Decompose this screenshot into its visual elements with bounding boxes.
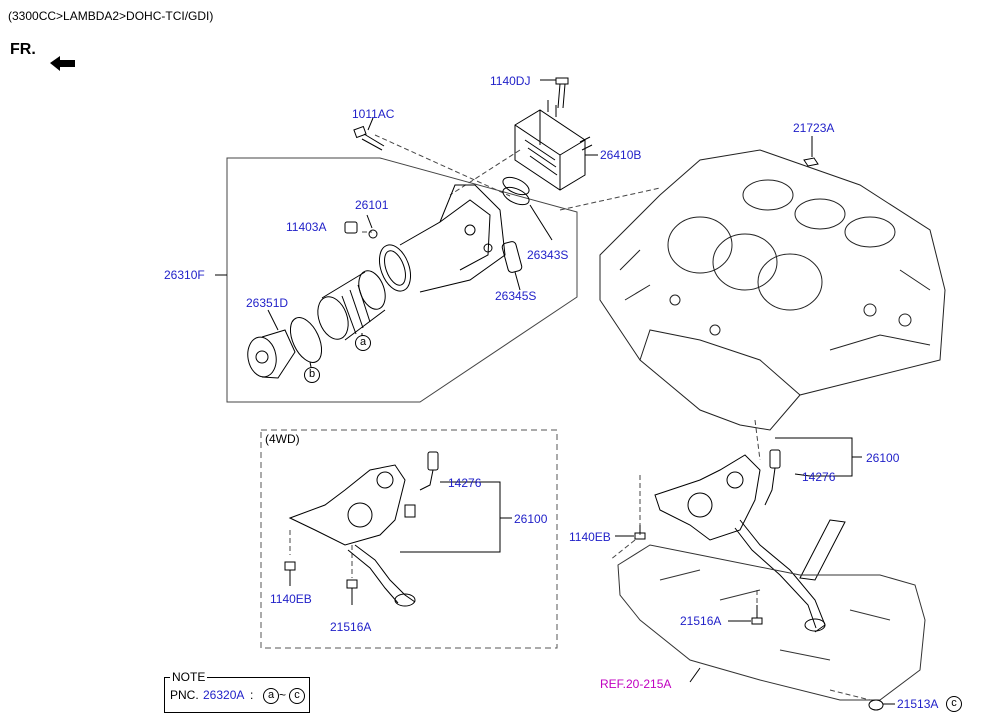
front-arrow-icon	[50, 56, 75, 71]
sensor-plug-icon	[344, 214, 378, 239]
callout-26351d[interactable]: 26351D	[246, 296, 289, 310]
bolt-21516a-right-icon	[728, 605, 763, 625]
callout-1140dj[interactable]: 1140DJ	[490, 74, 531, 88]
callout-21516a-right[interactable]: 21516A	[680, 614, 722, 628]
note-circled-a: a	[263, 688, 279, 704]
filter-element-icon	[317, 270, 386, 341]
o-ring-b-icon	[289, 317, 323, 368]
note-box	[164, 677, 310, 713]
callout-26345s[interactable]: 26345S	[495, 289, 537, 303]
callout-21723a[interactable]: 21723A	[793, 121, 835, 135]
callout-26343s[interactable]: 26343S	[527, 248, 569, 262]
callout-26410b[interactable]: 26410B	[600, 148, 642, 162]
callout-14276-left[interactable]: 14276	[448, 476, 482, 490]
note-colon: :	[250, 688, 254, 702]
filter-housing-icon	[378, 184, 506, 293]
note-title: NOTE	[170, 670, 208, 684]
note-tilde: ~	[279, 688, 287, 702]
circled-letter-a: a	[355, 335, 371, 351]
filter-cap-icon	[247, 309, 296, 379]
oil-pump-left-icon	[288, 451, 439, 607]
callout-26100-left[interactable]: 26100	[514, 512, 548, 526]
4wd-variant-frame	[260, 429, 558, 649]
bolt-1011ac-icon	[353, 117, 385, 151]
front-marker-label: FR.	[10, 41, 36, 58]
clip-21723a-icon	[803, 136, 819, 167]
note-pnc-code[interactable]: 26320A	[203, 688, 245, 702]
callout-1140eb-left[interactable]: 1140EB	[270, 592, 312, 606]
bolt-21516a-left-icon	[346, 579, 358, 605]
oil-cooler-icon	[514, 100, 598, 191]
gasket-26345s-icon	[501, 241, 523, 291]
ref-leader	[689, 667, 701, 683]
callout-21513a[interactable]: 21513A	[897, 697, 939, 711]
engine-block-icon	[599, 149, 946, 431]
circled-letter-b: b	[304, 367, 320, 383]
callout-14276-right[interactable]: 14276	[802, 470, 836, 484]
note-circled-c: c	[289, 688, 305, 704]
bolt-1140eb-right-icon	[615, 525, 646, 540]
bolt-1140dj-icon	[540, 77, 569, 109]
filter-assembly-frame	[215, 157, 578, 403]
callout-1140eb-right[interactable]: 1140EB	[569, 530, 611, 544]
reference-link[interactable]: REF.20-215A	[600, 677, 672, 691]
callout-26101[interactable]: 26101	[355, 198, 389, 212]
engine-path-breadcrumb: (3300CC>LAMBDA2>DOHC-TCI/GDI)	[8, 9, 214, 23]
ring-21513a-icon	[868, 699, 895, 711]
oil-pan-icon	[617, 544, 926, 701]
callout-11403a[interactable]: 11403A	[286, 220, 327, 234]
note-pnc-prefix: PNC.	[170, 688, 199, 702]
circled-letter-c: c	[946, 696, 962, 712]
right-callout-brackets	[775, 437, 862, 477]
oil-pump-right-icon	[654, 449, 846, 633]
bolt-1140eb-left-icon	[284, 561, 296, 586]
variant-4wd-label: (4WD)	[265, 432, 300, 446]
callout-21516a-left[interactable]: 21516A	[330, 620, 372, 634]
callout-26310f[interactable]: 26310F	[164, 268, 205, 282]
callout-1011ac[interactable]: 1011AC	[352, 107, 395, 121]
left-callout-brackets	[400, 481, 512, 553]
callout-26100-right[interactable]: 26100	[866, 451, 900, 465]
dashed-leaders	[289, 134, 871, 701]
o-ring-26343s-icon	[502, 176, 553, 241]
